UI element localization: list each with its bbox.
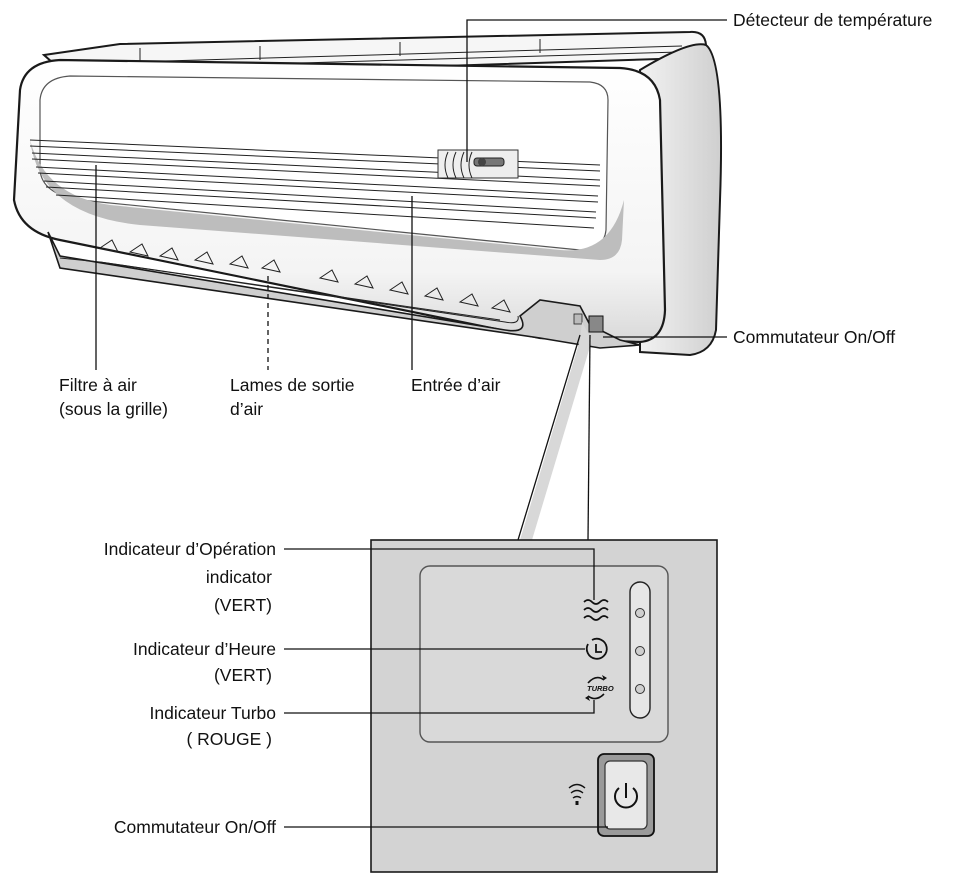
svg-text:TURBO: TURBO [587,684,614,693]
label-op-indicator-line1: Indicateur d’Opération [104,539,276,559]
label-air-filter-line1: Filtre à air [59,375,137,395]
indoor-unit [12,30,723,357]
zoom-connector [517,322,592,541]
label-timer-indicator-line2: (VERT) [214,665,272,685]
operation-led [635,608,645,618]
label-timer-indicator-line1: Indicateur d’Heure [133,639,276,659]
label-op-indicator-line3: (VERT) [214,595,272,615]
timer-led [635,646,645,656]
label-op-indicator-line2: indicator [206,567,272,587]
label-louvers-line2: d’air [230,399,263,419]
wave-icon [583,599,609,621]
temperature-sensor [437,149,519,179]
air-outlet-louvers [98,239,511,321]
indicator-window [419,565,669,743]
air-outlet-lip [59,257,519,324]
label-turbo-indicator-line2: ( ROUGE ) [186,729,272,749]
unit-callout-lines [95,19,727,370]
label-turbo-indicator-line1: Indicateur Turbo [150,703,276,723]
turbo-led [635,684,645,694]
label-onoff-unit: Commutateur On/Off [733,327,895,347]
label-onoff-panel: Commutateur On/Off [114,817,276,837]
label-air-inlet: Entrée d’air [411,375,501,395]
clock-icon [585,637,608,660]
wireless-signal-icon [568,783,586,805]
turbo-icon: TURBO [585,675,614,701]
unit-onoff-switch[interactable] [588,315,604,333]
panel-callout-lines [284,548,608,828]
label-temperature-sensor: Détecteur de température [733,10,932,30]
unit-indicator-window [573,313,583,325]
unit-grille-shadow [30,140,624,260]
control-panel: TURBO [370,539,718,873]
label-louvers-line1: Lames de sortie [230,375,355,395]
power-icon [614,783,638,809]
label-air-filter-line2: (sous la grille) [59,399,168,419]
